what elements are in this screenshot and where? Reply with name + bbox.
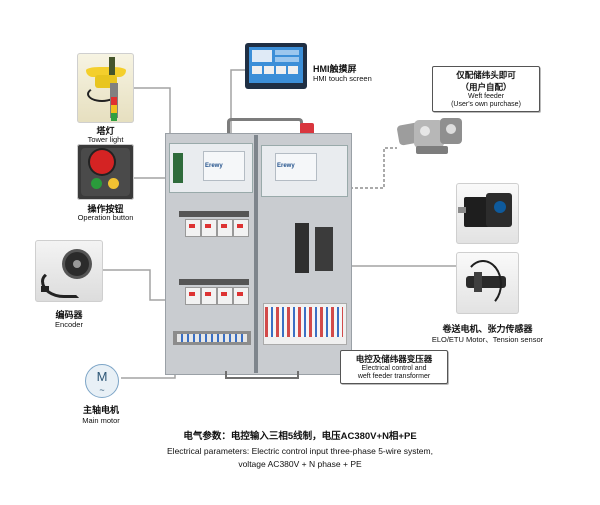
operation-button-label-en: Operation button: [77, 213, 134, 222]
encoder-connector: [103, 269, 175, 301]
hmi-touch-screen-image: [245, 43, 307, 89]
transformer-callout: 电控及储纬器变压器 Electrical control and weft fe…: [340, 350, 448, 384]
main-motor-symbol-letter: M: [96, 369, 108, 384]
transformer-label-en1: Electrical control and: [361, 365, 427, 372]
transformer-label-en2: weft feeder transformer: [357, 373, 431, 380]
elo-motor-label-en: ELO/ETU Motor、Tension sensor: [431, 335, 544, 344]
tension-sensor-image: [456, 252, 519, 314]
weft-feeder-callout: 仅配储纬头即可 （用户自配） Weft feeder (User's own p…: [432, 66, 540, 112]
weft-feeder-image: [396, 112, 466, 158]
elo-motor-image: [456, 183, 519, 244]
main-motor-symbol: M ~: [85, 364, 119, 398]
electrical-parameters-cn: 电气参数：电控输入三相5线制，电压AC380V+N相+PE: [183, 431, 417, 442]
electrical-parameters-en2: voltage AC380V + N phase + PE: [238, 459, 362, 469]
tower-light-label-cn: 塔灯: [96, 126, 115, 136]
encoder-label-en: Encoder: [55, 320, 83, 329]
hmi-label-en: HMI touch screen: [313, 74, 372, 83]
main-motor-label-cn: 主轴电机: [82, 405, 119, 415]
main-motor-label-en: Main motor: [82, 416, 120, 425]
control-cabinet: Erewy Erewy: [165, 118, 352, 379]
weft-feeder-label-en2: (User's own purchase): [451, 101, 521, 108]
cabinet-brand-left: Erewy: [205, 163, 223, 169]
transformer-label-cn: 电控及储纬器变压器: [355, 354, 433, 364]
weft-feeder-label-cn2: （用户自配）: [460, 82, 512, 92]
encoder-label-cn: 编码器: [55, 310, 83, 320]
weft-feeder-label-cn1: 仅配储纬头即可: [456, 70, 516, 80]
tower-light-image: [77, 53, 134, 123]
cabinet-brand-right: Erewy: [277, 163, 295, 169]
hmi-label-cn: HMI触摸屏: [313, 64, 357, 74]
operation-button-label-cn: 操作按钮: [87, 204, 124, 214]
elo-motor-label-cn: 卷送电机、张力传感器: [442, 324, 533, 334]
weft-feeder-label-en1: Weft feeder: [467, 93, 505, 100]
hmi-connector: [230, 69, 245, 148]
encoder-image: [35, 240, 103, 302]
weft-feeder-connector: [330, 147, 397, 189]
tower-light-label-en: Tower light: [87, 135, 124, 144]
operation-button-image: [77, 144, 134, 200]
electrical-parameters-en1: Electrical parameters: Electric control …: [167, 446, 433, 456]
